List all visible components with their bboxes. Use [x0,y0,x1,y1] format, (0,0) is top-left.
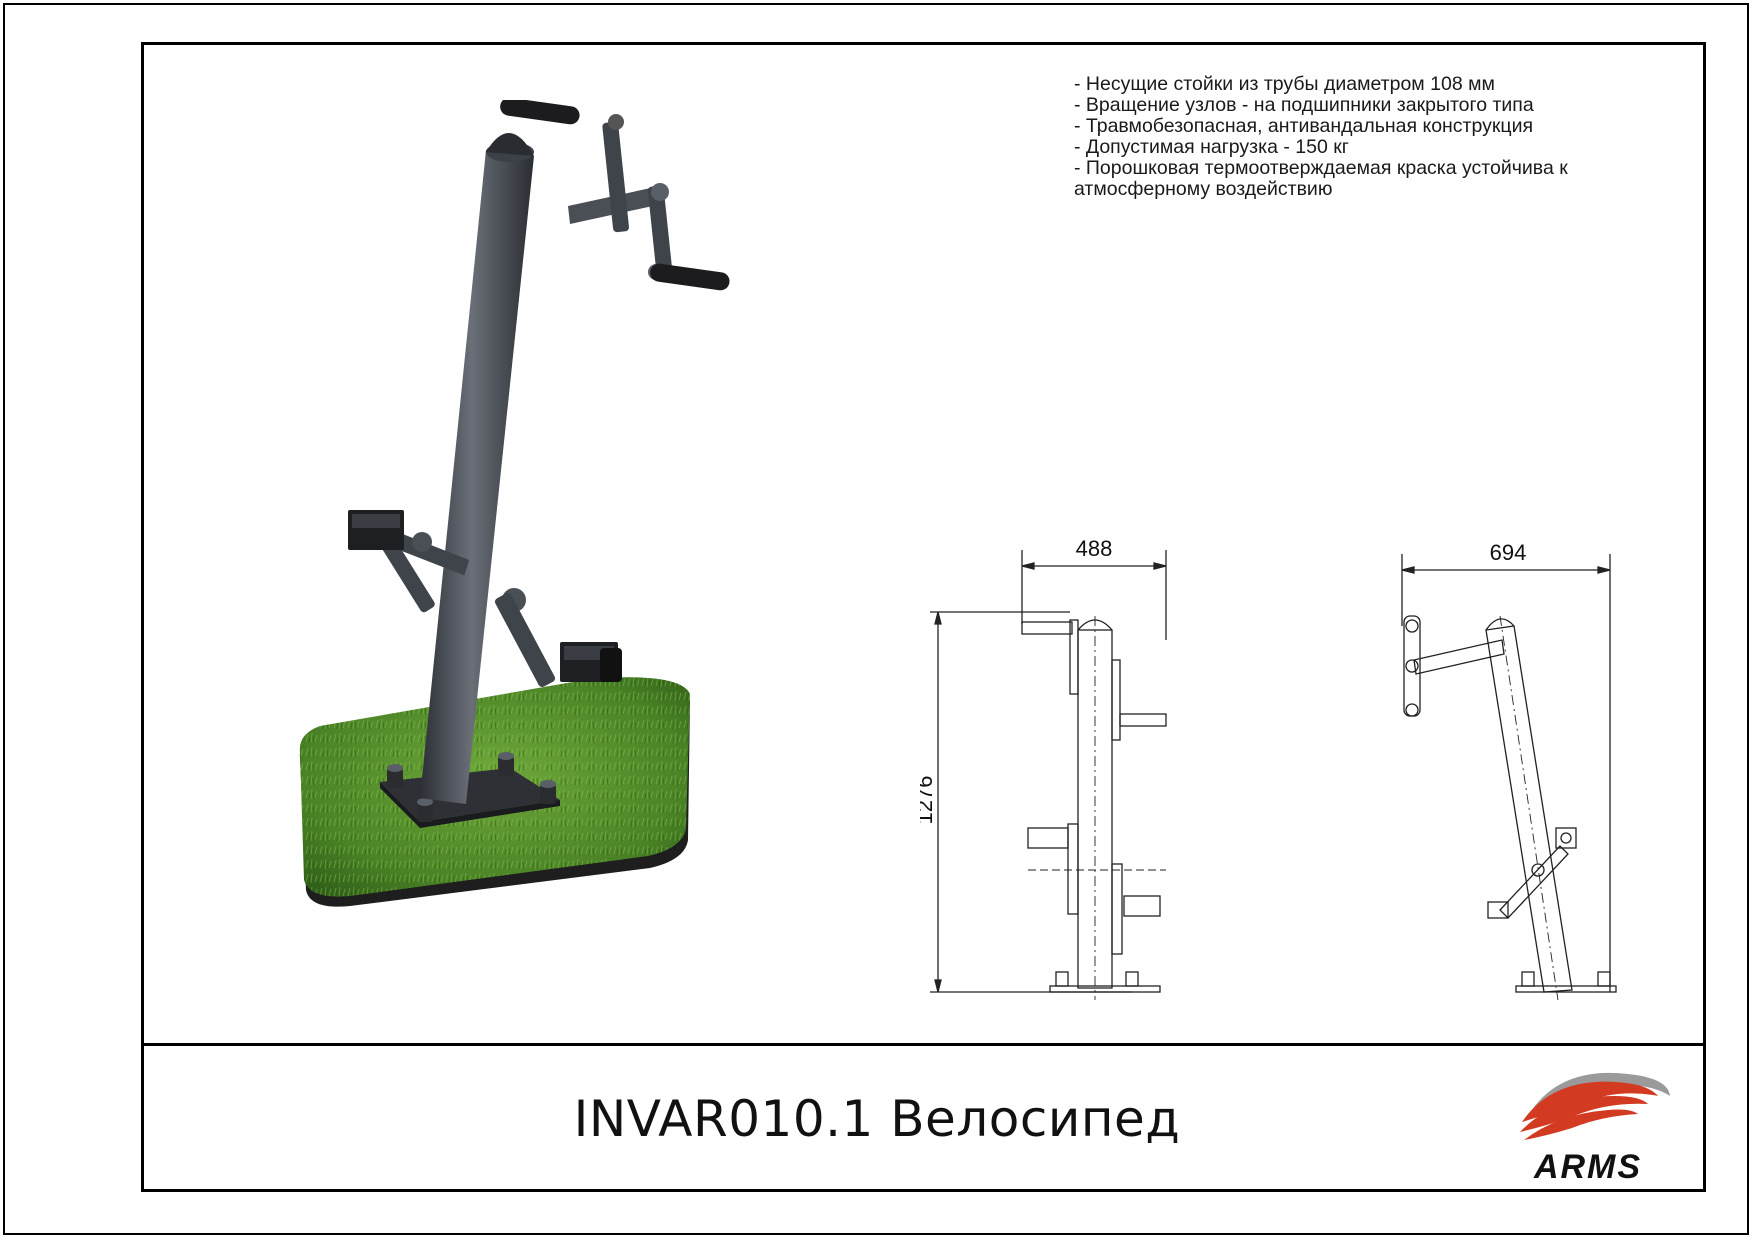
logo-swoosh-icon [1520,1072,1670,1140]
product-render [299,100,730,907]
side-view-drawing: 694 [1401,540,1617,1000]
title-block-divider [141,1043,1706,1046]
spec-line: - Допустимая нагрузка - 150 кг [1074,136,1349,158]
main-post [420,132,534,804]
dimension-width-front: 488 [1076,536,1113,561]
mounting-plate [380,752,560,828]
dimension-width-side: 694 [1490,540,1527,565]
arms-logo: ARMS [1520,1072,1670,1186]
spec-line: атмосферному воздействию [1074,178,1333,200]
product-title: INVAR010.1 Велосипед [573,1090,1181,1148]
drawing-border [141,42,1706,1192]
front-view-drawing: 488 1276 [920,536,1167,1000]
spec-line: - Вращение узлов - на подшипники закрыто… [1074,94,1534,116]
specifications-list: - Несущие стойки из трубы диаметром 108 … [1074,74,1674,200]
outer-border [3,3,1749,1235]
dimension-height: 1276 [920,776,937,825]
spec-line: - Порошковая термоотверждаемая краска ус… [1074,157,1568,179]
logo-wordmark: ARMS [1533,1148,1642,1186]
pedals [348,510,622,687]
spec-line: - Несущие стойки из трубы диаметром 108 … [1074,73,1495,95]
spec-line: - Травмобезопасная, антивандальная конст… [1074,115,1534,137]
hand-crank [500,100,730,291]
